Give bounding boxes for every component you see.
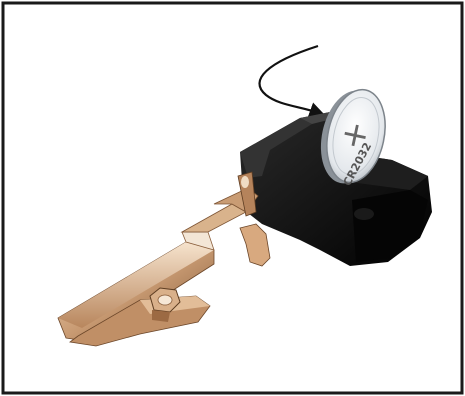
battery-insertion-diagram: + CR2032 (0, 0, 465, 396)
